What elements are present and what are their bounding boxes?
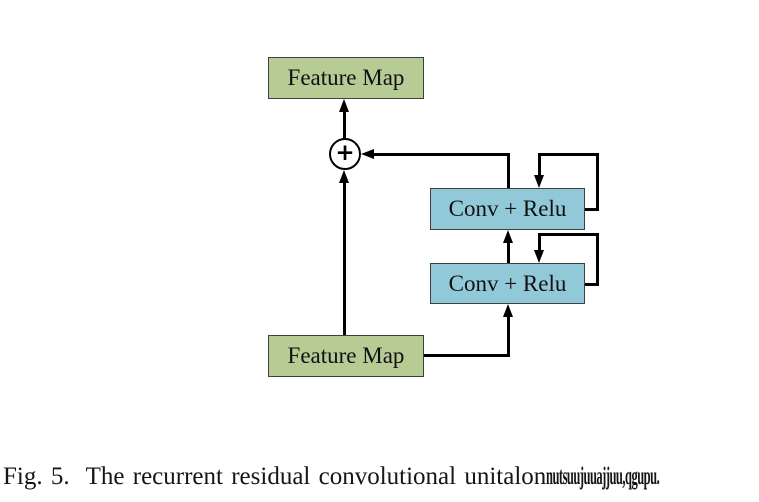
loop-lower-bottom-line <box>585 283 599 286</box>
loop-upper-right-line <box>596 153 599 211</box>
arrowhead-down-into-conv-upper <box>534 175 544 188</box>
loop-lower-top-line <box>538 233 599 236</box>
figure-caption: Fig. 5. The recurrent residual convoluti… <box>3 463 757 491</box>
arrowhead-left-into-sum <box>361 149 374 159</box>
conv-upper-to-sum-horizontal-line <box>374 153 510 156</box>
input-to-conv-lower-horizontal-line <box>424 354 510 357</box>
conv-lower-to-upper-line <box>507 243 510 263</box>
loop-upper-top-line <box>538 153 599 156</box>
caption-garbled-text: nutsuujuuajjuu,qgupu. <box>546 463 660 490</box>
plus-icon: + <box>335 140 355 166</box>
conv-upper-to-sum-vertical-line <box>507 153 510 188</box>
feature-map-output-label: Feature Map <box>287 65 405 90</box>
arrowhead-up-into-conv-lower <box>503 304 513 317</box>
loop-lower-right-line <box>596 233 599 286</box>
caption-text: Fig. 5. The recurrent residual convoluti… <box>3 463 547 490</box>
arrowhead-up-into-sum <box>339 170 349 183</box>
sum-node: + <box>329 138 361 170</box>
loop-lower-left-line <box>538 233 541 250</box>
loop-upper-left-line <box>538 153 541 175</box>
arrowhead-down-into-conv-lower <box>534 250 544 263</box>
feature-map-input-label: Feature Map <box>287 343 405 368</box>
conv-relu-upper-box: Conv + Relu <box>430 188 585 230</box>
arrowhead-up-into-conv-upper <box>503 230 513 243</box>
input-to-conv-lower-vertical-line <box>507 317 510 357</box>
arrow-sum-to-output-line <box>343 111 346 139</box>
arrowhead-up-into-output <box>339 99 349 112</box>
conv-relu-lower-box: Conv + Relu <box>430 263 585 304</box>
feature-map-input-box: Feature Map <box>268 335 424 377</box>
loop-upper-bottom-line <box>585 208 599 211</box>
conv-relu-lower-label: Conv + Relu <box>448 270 567 296</box>
conv-relu-upper-label: Conv + Relu <box>448 196 567 221</box>
feature-map-output-box: Feature Map <box>268 57 424 99</box>
arrow-input-to-sum-line <box>343 183 346 335</box>
